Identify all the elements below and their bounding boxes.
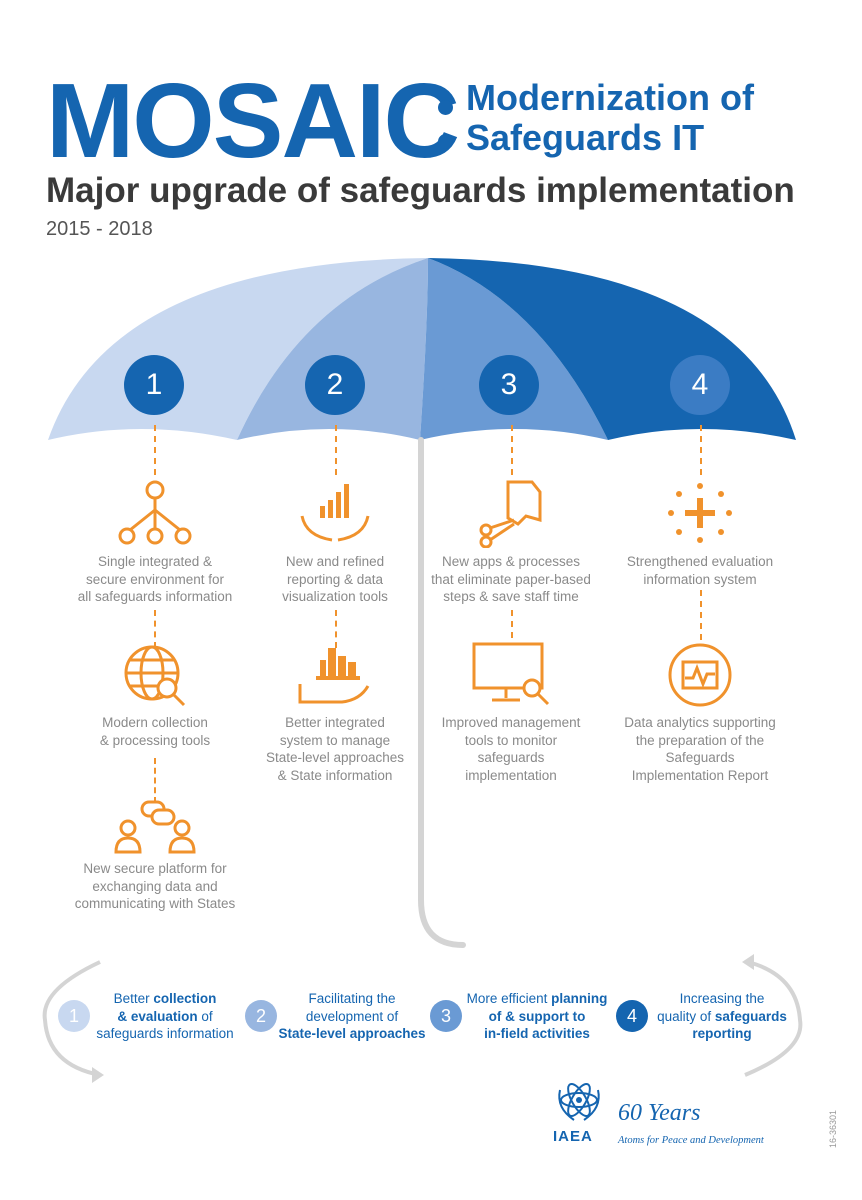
subtitle-line-1: Modernization of bbox=[466, 77, 754, 118]
globe-search-icon bbox=[124, 645, 186, 707]
iaea-emblem-icon bbox=[558, 1083, 600, 1121]
cycle-number-3: 3 bbox=[430, 1000, 462, 1032]
subtitle: Modernization of Safeguards IT bbox=[466, 78, 754, 158]
cycle-arrow-right bbox=[744, 960, 803, 1077]
connector bbox=[335, 610, 337, 648]
tagline: Atoms for Peace and Development bbox=[618, 1135, 764, 1146]
years: 2015 - 2018 bbox=[46, 218, 153, 240]
arrow-head-right bbox=[742, 954, 754, 970]
connector bbox=[154, 610, 156, 648]
connector bbox=[335, 425, 337, 475]
cycle-number-1: 1 bbox=[58, 1000, 90, 1032]
network-nodes-icon bbox=[118, 480, 192, 545]
connector bbox=[700, 425, 702, 475]
caption-col3-item2: Improved management tools to monitor saf… bbox=[441, 715, 581, 783]
umbrella-handle bbox=[418, 437, 466, 948]
brand-title: MOSAIC bbox=[46, 62, 460, 180]
headline: Major upgrade of safeguards implementati… bbox=[46, 171, 795, 210]
caption-col3-item1: New apps & processes that eliminate pape… bbox=[431, 554, 591, 604]
hand-city-icon bbox=[298, 648, 370, 704]
people-chat-icon bbox=[114, 800, 196, 854]
connector bbox=[511, 610, 513, 638]
caption-col1-item3: New secure platform for exchanging data … bbox=[74, 861, 236, 911]
scissors-paper-icon bbox=[479, 480, 542, 548]
cycle-step-3: More efficient planning of & support to … bbox=[466, 991, 608, 1041]
step-number-2: 2 bbox=[305, 355, 365, 415]
subtitle-line-2: Safeguards IT bbox=[466, 117, 705, 158]
step-number-4: 4 bbox=[670, 355, 730, 415]
org-name: IAEA bbox=[553, 1128, 593, 1145]
connector bbox=[700, 590, 702, 640]
analytics-pulse-icon bbox=[668, 643, 732, 707]
caption-col1-item2: Modern collection & processing tools bbox=[99, 715, 211, 748]
step-number-1: 1 bbox=[124, 355, 184, 415]
cycle-number-4: 4 bbox=[616, 1000, 648, 1032]
arrow-head-left bbox=[92, 1067, 104, 1083]
canopy-panel-2 bbox=[237, 258, 428, 440]
cycle-step-1: Better collection & evaluation of safegu… bbox=[96, 991, 234, 1041]
canopy-panel-3 bbox=[420, 258, 608, 440]
connector bbox=[154, 425, 156, 475]
cycle-step-2: Facilitating the development of State-le… bbox=[278, 991, 426, 1041]
monitor-search-icon bbox=[472, 642, 550, 706]
caption-col2-item2: Better integrated system to manage State… bbox=[265, 715, 405, 783]
cycle-step-4: Increasing the quality of safeguards rep… bbox=[657, 991, 787, 1041]
cycle-arrow-left bbox=[42, 960, 101, 1077]
cycle-number-2: 2 bbox=[245, 1000, 277, 1032]
step-number-3: 3 bbox=[479, 355, 539, 415]
connector bbox=[511, 425, 513, 475]
caption-col1-item1: Single integrated & secure environment f… bbox=[77, 554, 233, 604]
reference-code: 16-36301 bbox=[828, 1109, 838, 1148]
sparkle-cross-icon bbox=[668, 483, 732, 543]
anniversary: 60 Years bbox=[618, 1100, 701, 1126]
colon-dot-top bbox=[438, 100, 453, 115]
hands-chart-icon bbox=[300, 484, 370, 542]
colon-dot-bottom bbox=[438, 134, 453, 149]
caption-col4-item2: Data analytics supporting the preparatio… bbox=[624, 715, 776, 783]
caption-col4-item1: Strengthened evaluation information syst… bbox=[626, 554, 774, 587]
connector bbox=[154, 758, 156, 803]
caption-col2-item1: New and refined reporting & data visuali… bbox=[282, 554, 388, 604]
